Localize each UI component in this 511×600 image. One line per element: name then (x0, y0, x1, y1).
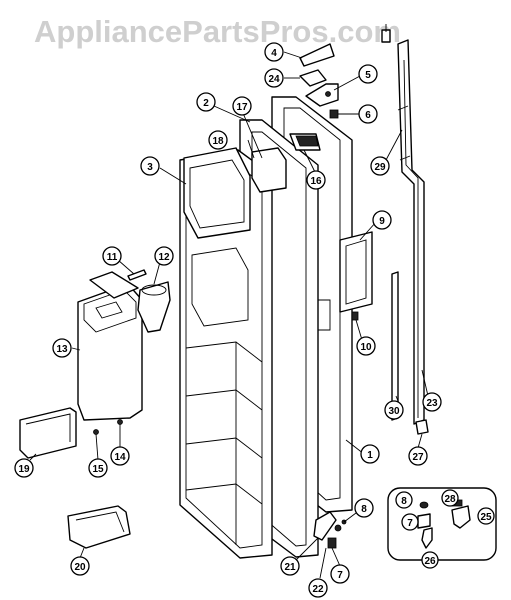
callout-30: 30 (384, 400, 404, 420)
callout-14: 14 (110, 446, 130, 466)
callout-29: 29 (370, 156, 390, 176)
callout-label: 3 (147, 162, 153, 173)
callout-28: 28 (441, 489, 459, 507)
callout-9: 9 (372, 210, 392, 230)
callout-label: 18 (212, 136, 224, 147)
callout-label: 5 (365, 70, 371, 81)
callout-label: 26 (424, 556, 436, 567)
callout-label: 13 (56, 344, 68, 355)
callout-16: 16 (306, 170, 326, 190)
part-door-liner (179, 147, 273, 559)
callout-10: 10 (356, 336, 376, 356)
callout-2: 2 (196, 92, 216, 112)
callout-7-inset: 7 (401, 513, 419, 531)
callout-17: 17 (232, 96, 252, 116)
callout-8-inset: 8 (395, 491, 413, 509)
callout-21: 21 (280, 556, 300, 576)
inset-hinge-detail (387, 487, 497, 561)
callout-8-bottom: 8 (354, 498, 374, 518)
part-13-dispenser-housing (77, 271, 143, 421)
callout-label: 21 (284, 562, 296, 573)
callout-label: 16 (310, 176, 322, 187)
callout-label: 11 (107, 252, 118, 263)
callout-label: 4 (271, 48, 277, 59)
callout-6: 6 (358, 104, 378, 124)
part-17-plate (251, 147, 287, 193)
part-16-block (289, 133, 321, 151)
part-10-clip (351, 311, 359, 321)
part-15-screw (93, 429, 99, 435)
watermark-text: AppliancePartsPros.com (34, 14, 401, 49)
callout-label: 10 (360, 342, 372, 353)
callout-23: 23 (422, 392, 442, 412)
callout-1: 1 (360, 444, 380, 464)
part-handle-trim (397, 39, 425, 425)
callout-label: 14 (114, 452, 126, 463)
callout-4: 4 (264, 42, 284, 62)
callout-label: 28 (444, 494, 456, 505)
callout-label: 8 (361, 504, 367, 515)
callout-3: 3 (140, 156, 160, 176)
callout-label: 7 (407, 518, 413, 529)
callout-18: 18 (208, 130, 228, 150)
callout-27: 27 (408, 446, 428, 466)
callout-label: 25 (480, 512, 492, 523)
part-5-hinge (305, 83, 339, 107)
part-20-bin (67, 505, 131, 549)
callout-label: 7 (337, 570, 343, 581)
callout-label: 19 (18, 464, 30, 475)
part-24-plate (299, 69, 327, 87)
part-12-cup (137, 281, 171, 333)
callout-label: 17 (236, 102, 248, 113)
part-4-cap (299, 43, 335, 67)
callout-22: 22 (308, 578, 328, 598)
callout-label: 24 (268, 74, 280, 85)
callout-label: 20 (74, 562, 86, 573)
callout-label: 9 (379, 216, 385, 227)
callout-13: 13 (52, 338, 72, 358)
callout-25: 25 (477, 507, 495, 525)
callout-11: 11 (102, 246, 122, 266)
part-27-block (415, 419, 429, 435)
part-9-panel (339, 231, 373, 313)
callout-5: 5 (358, 64, 378, 84)
callout-label: 15 (92, 464, 104, 475)
part-7-bushing (327, 537, 337, 549)
callout-label: 8 (401, 496, 407, 507)
callout-12: 12 (154, 246, 174, 266)
callout-label: 6 (365, 110, 371, 121)
callout-20: 20 (70, 556, 90, 576)
part-8-washer (334, 519, 347, 532)
part-6-bushing (329, 109, 339, 119)
part-11-strip (127, 269, 147, 281)
callout-7-bottom: 7 (330, 564, 350, 584)
part-14-screw (117, 419, 123, 425)
callout-26: 26 (421, 551, 439, 569)
part-19-bin (19, 407, 77, 459)
part-21-bracket (313, 511, 337, 541)
callout-label: 1 (367, 450, 373, 461)
callout-label: 30 (388, 406, 400, 417)
callout-label: 2 (203, 98, 209, 109)
callout-label: 12 (158, 252, 170, 263)
callout-19: 19 (14, 458, 34, 478)
callout-label: 23 (426, 398, 438, 409)
callout-label: 22 (312, 584, 324, 595)
callout-24: 24 (264, 68, 284, 88)
callout-15: 15 (88, 458, 108, 478)
callout-label: 27 (412, 452, 424, 463)
callout-label: 29 (374, 162, 386, 173)
